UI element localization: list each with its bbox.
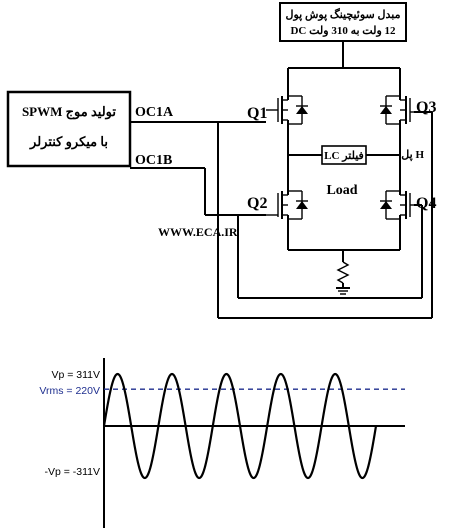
signal-oc1b-label: OC1B	[135, 153, 172, 168]
mosfet-q2	[266, 187, 308, 223]
mosfet-q4	[380, 187, 414, 223]
load-label: Load	[326, 183, 357, 198]
lc-filter-label: فیلتر LC	[324, 150, 364, 162]
sine-series-line	[102, 372, 378, 480]
spwm-generator-block: تولید موج SPWM با میکرو کنترلر	[6, 90, 132, 168]
tick-label-vrms: Vrms = 220V	[39, 385, 100, 397]
tick-label-neg-vp: -Vp = -311V	[44, 466, 100, 478]
website-watermark: WWW.ECA.IR	[158, 225, 238, 239]
q1-label: Q1	[247, 105, 267, 122]
lc-filter-block: فیلتر LC	[321, 145, 367, 165]
sine-wave-chart: Vp = 311V Vrms = 220V -Vp = -311V	[39, 358, 405, 528]
h-bridge-label: H پل	[401, 149, 424, 161]
q3-label: Q3	[416, 99, 436, 116]
h-bridge-schematic	[130, 41, 433, 319]
converter-label-line1: مبدل سوئیچینگ پوش پول	[285, 7, 400, 21]
spwm-label-line1: تولید موج SPWM	[22, 104, 116, 120]
signal-oc1a-label: OC1A	[135, 105, 174, 120]
dc-converter-block: مبدل سوئیچینگ پوش پول 12 ولت به 310 ولت …	[279, 2, 407, 42]
tick-label-vp: Vp = 311V	[51, 369, 100, 381]
q2-label: Q2	[247, 195, 267, 212]
converter-label-line2: 12 ولت به 310 ولت DC	[290, 25, 396, 37]
mosfet-q1	[266, 92, 308, 128]
spwm-label-line2: با میکرو کنترلر	[29, 134, 108, 150]
mosfet-q3	[380, 92, 414, 128]
q4-label: Q4	[416, 195, 436, 212]
